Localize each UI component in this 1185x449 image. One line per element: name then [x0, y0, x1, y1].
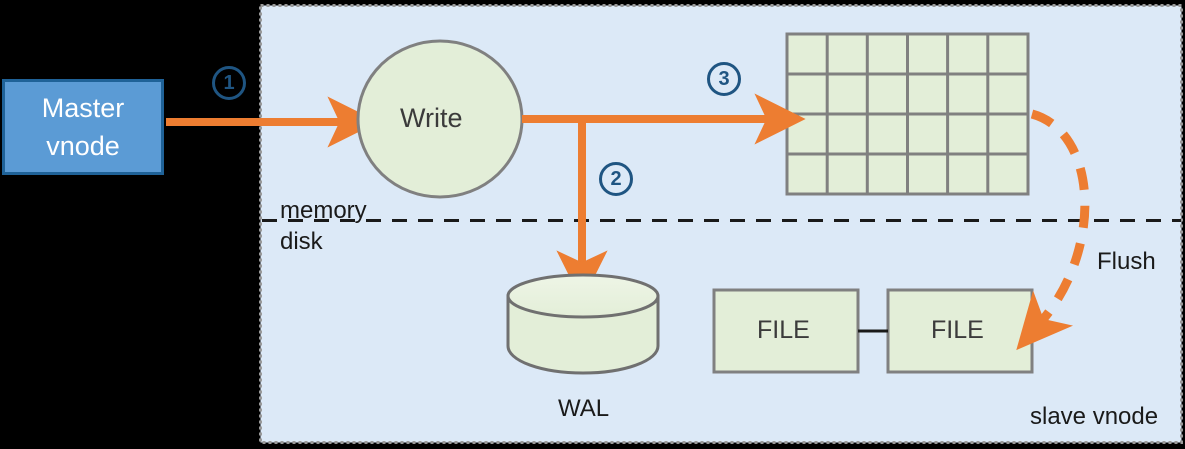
- file-box-1-label: FILE: [757, 316, 810, 344]
- file-box-1: [712, 288, 860, 374]
- step-marker-2: 2: [599, 162, 633, 196]
- master-vnode-label-line1: Master: [41, 92, 125, 123]
- master-vnode-label-line2: vnode: [46, 131, 120, 161]
- write-node-label: Write: [400, 103, 463, 133]
- memory-table-grid: [785, 32, 1030, 196]
- slave-vnode-label: slave vnode: [1030, 403, 1159, 430]
- wal-label: WAL: [558, 395, 610, 422]
- master-vnode-box[interactable]: Master vnode: [2, 79, 164, 175]
- flush-arrow: [1016, 109, 1090, 351]
- file-box-2-label: FILE: [931, 316, 984, 344]
- flush-label: Flush: [1097, 248, 1156, 275]
- disk-label: disk: [280, 228, 323, 255]
- step-marker-1: 1: [212, 66, 246, 100]
- step-marker-3: 3: [707, 62, 741, 96]
- wal-cylinder: [506, 273, 660, 375]
- memory-label: memory: [280, 197, 367, 224]
